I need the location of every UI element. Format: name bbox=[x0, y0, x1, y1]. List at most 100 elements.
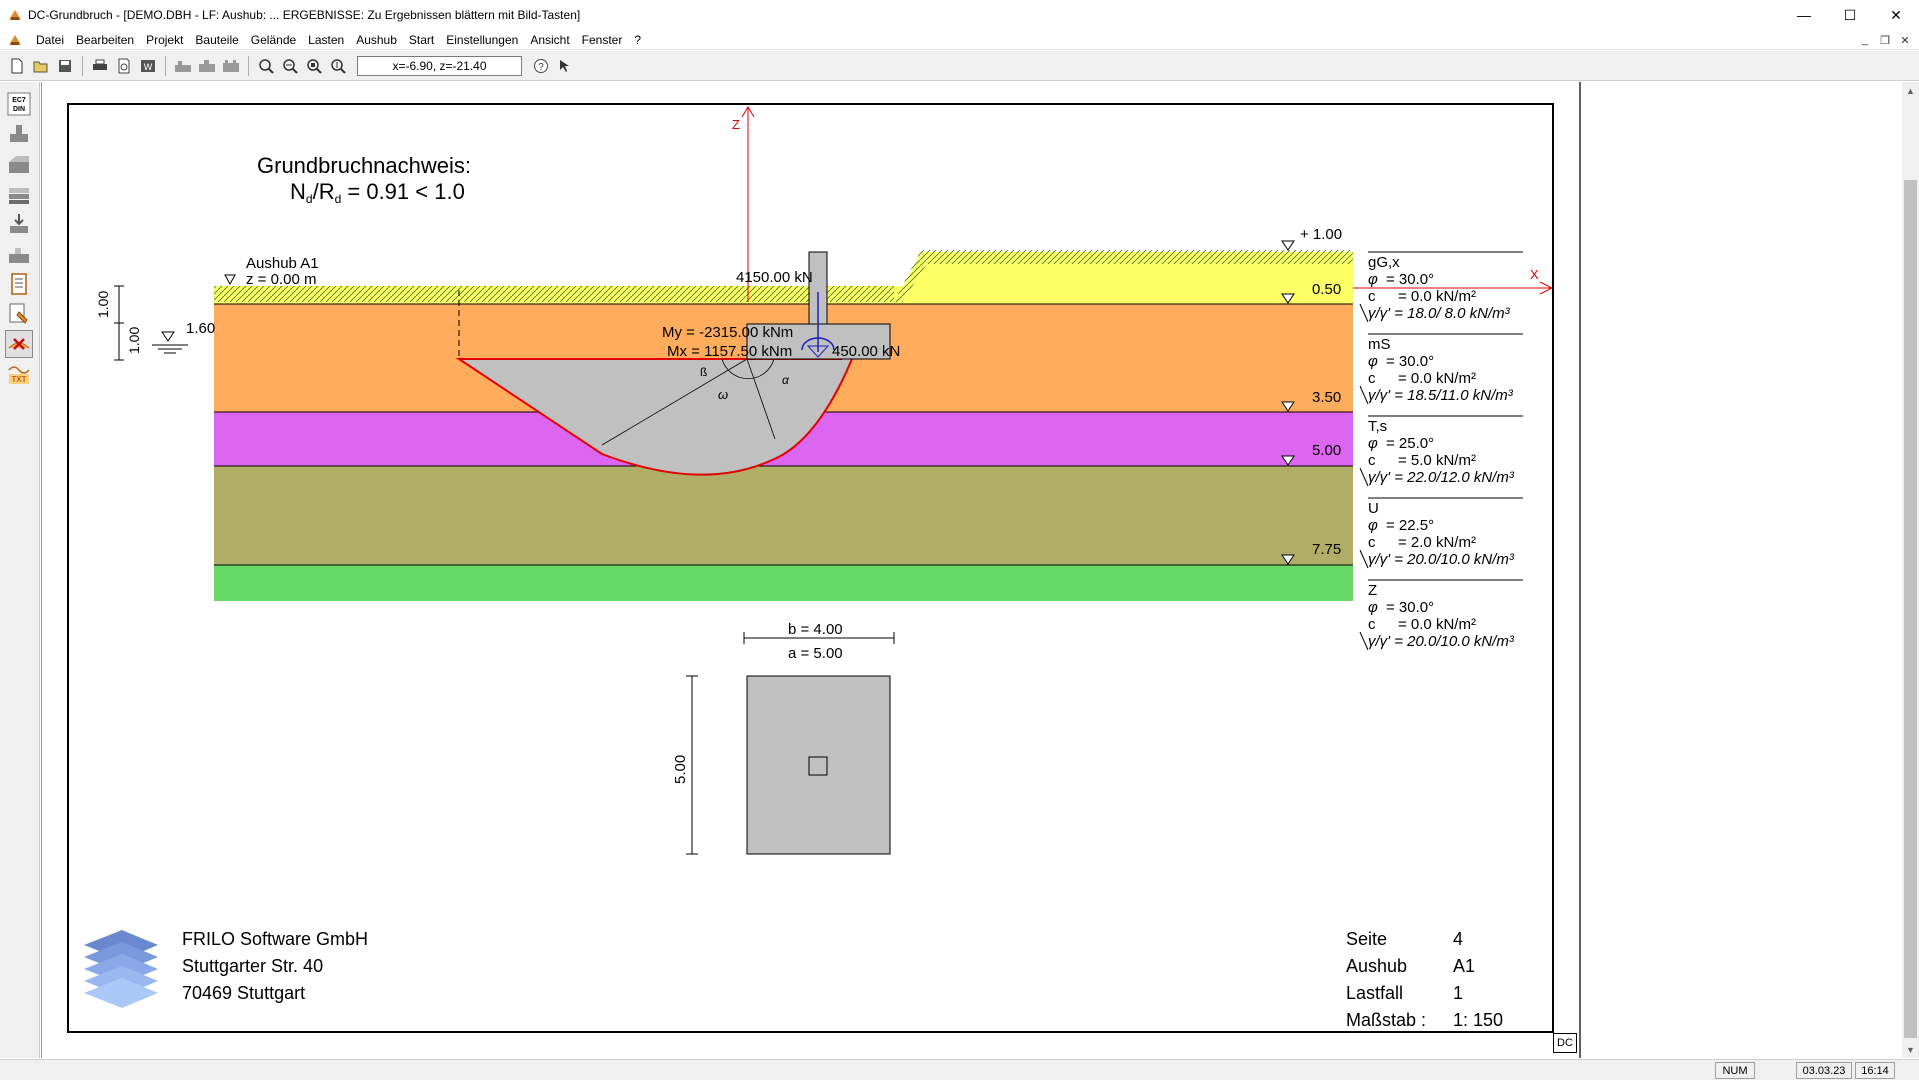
close-button[interactable]: ✕ bbox=[1890, 6, 1902, 23]
foundation-icon[interactable] bbox=[5, 120, 33, 148]
maximize-button[interactable]: ☐ bbox=[1843, 6, 1857, 23]
soil-c: = 2.0 kN/m² bbox=[1398, 534, 1476, 551]
mdi-minimize-button[interactable]: _ bbox=[1861, 34, 1869, 46]
window-title: DC-Grundbruch - [DEMO.DBH - LF: Aushub: … bbox=[28, 8, 581, 22]
menu-einstellungen[interactable]: Einstellungen bbox=[446, 32, 519, 47]
excavation-icon[interactable] bbox=[5, 240, 33, 268]
dimension-2: 1.00 bbox=[126, 327, 142, 354]
title-bar: DC-Grundbruch - [DEMO.DBH - LF: Aushub: … bbox=[0, 0, 1919, 30]
soil-legend-tick bbox=[1359, 631, 1369, 651]
aushub-label: Aushub bbox=[1346, 956, 1407, 976]
lastfall-label: Lastfall bbox=[1346, 983, 1403, 1003]
z-axis-label: Z bbox=[732, 117, 740, 132]
export-word-icon[interactable]: W bbox=[137, 55, 159, 77]
zoom-all-icon[interactable] bbox=[327, 55, 349, 77]
company-street: Stuttgarter Str. 40 bbox=[182, 956, 323, 976]
moment-x-label: Mx = 1157.50 kNm bbox=[667, 343, 792, 360]
open-file-icon[interactable] bbox=[30, 55, 52, 77]
soil-legend-tick bbox=[1359, 385, 1369, 405]
mdi-close-button[interactable]: ✕ bbox=[1900, 34, 1910, 47]
ec7-din-icon[interactable]: EC7 DIN bbox=[5, 90, 33, 118]
toolbar-separator bbox=[248, 55, 249, 76]
document-icon[interactable] bbox=[8, 33, 22, 47]
menu-gelaende[interactable]: Gelände bbox=[250, 32, 297, 47]
loads-icon[interactable] bbox=[5, 210, 33, 238]
soil-name: T,s bbox=[1368, 418, 1387, 435]
print-preview-icon[interactable] bbox=[113, 55, 135, 77]
massstab-value: 1: 150 bbox=[1453, 1010, 1503, 1030]
scroll-up-icon[interactable]: ▲ bbox=[1906, 85, 1915, 96]
zoom-in-icon[interactable] bbox=[255, 55, 277, 77]
dimension-side: 5.00 bbox=[672, 755, 689, 784]
soil-phi: = 30.0° bbox=[1386, 599, 1434, 616]
moment-y-label: My = -2315.00 kNm bbox=[662, 324, 793, 341]
vertical-scrollbar[interactable]: ▲ ▼ bbox=[1902, 82, 1919, 1058]
level-top: + 1.00 bbox=[1300, 226, 1342, 243]
zoom-window-icon[interactable] bbox=[303, 55, 325, 77]
menu-ansicht[interactable]: Ansicht bbox=[530, 32, 570, 47]
menu-fenster[interactable]: Fenster bbox=[581, 32, 623, 47]
status-time: 16:14 bbox=[1855, 1062, 1895, 1079]
zoom-out-icon[interactable] bbox=[279, 55, 301, 77]
txt-output-icon[interactable]: TXT bbox=[5, 360, 33, 388]
soil-gamma: γ/γ' = 20.0/10.0 kN/m³ bbox=[1368, 551, 1515, 568]
app-icon bbox=[9, 10, 21, 20]
soil-c-symbol: c bbox=[1368, 616, 1376, 633]
menu-bauteile[interactable]: Bauteile bbox=[195, 32, 239, 47]
calculate-icon[interactable] bbox=[5, 300, 33, 328]
layers-icon[interactable] bbox=[5, 180, 33, 208]
menu-datei[interactable]: Datei bbox=[36, 32, 65, 47]
print-icon[interactable] bbox=[89, 55, 111, 77]
right-panel bbox=[1579, 82, 1919, 1058]
soil-legend: gG,xφ = 30.0°c= 0.0 kN/m²γ/γ' = 18.0/ 8.… bbox=[1359, 251, 1523, 651]
soil-c: = 5.0 kN/m² bbox=[1398, 452, 1476, 469]
soil-c: = 0.0 kN/m² bbox=[1398, 370, 1476, 387]
company-name: FRILO Software GmbH bbox=[182, 929, 368, 949]
menu-bearbeiten[interactable]: Bearbeiten bbox=[76, 32, 135, 47]
seite-label: Seite bbox=[1346, 929, 1387, 949]
soil-legend-tick bbox=[1359, 303, 1369, 323]
save-icon[interactable] bbox=[54, 55, 76, 77]
building-icon-1[interactable] bbox=[172, 55, 194, 77]
soil-c-symbol: c bbox=[1368, 370, 1376, 387]
menu-help[interactable]: ? bbox=[634, 32, 642, 47]
soil-name: gG,x bbox=[1368, 254, 1400, 271]
vertical-load-label: 4150.00 kN bbox=[736, 269, 813, 286]
context-help-icon[interactable] bbox=[554, 55, 576, 77]
dimension-a: a = 5.00 bbox=[788, 645, 843, 662]
ground-hatch bbox=[214, 286, 894, 302]
minimize-button[interactable]: — bbox=[1797, 7, 1811, 23]
building-icon-2[interactable] bbox=[196, 55, 218, 77]
mdi-restore-button[interactable]: ❐ bbox=[1880, 34, 1890, 47]
level-2: 3.50 bbox=[1312, 389, 1341, 406]
results-icon[interactable] bbox=[5, 330, 33, 358]
left-sidebar: EC7 DIN TXT bbox=[0, 82, 40, 1058]
menu-aushub[interactable]: Aushub bbox=[356, 32, 397, 47]
aushub-z: z = 0.00 m bbox=[246, 271, 316, 288]
soil-gamma: γ/γ' = 18.0/ 8.0 kN/m³ bbox=[1368, 305, 1511, 322]
drawing-title: Grundbruchnachweis: bbox=[257, 153, 471, 178]
help-icon[interactable]: ? bbox=[530, 55, 552, 77]
scrollbar-thumb[interactable] bbox=[1904, 180, 1917, 1038]
menu-projekt[interactable]: Projekt bbox=[146, 32, 184, 47]
soil-name: mS bbox=[1368, 336, 1391, 353]
new-file-icon[interactable] bbox=[6, 55, 28, 77]
soil-c: = 0.0 kN/m² bbox=[1398, 616, 1476, 633]
soil-layer-ggx-embankment bbox=[894, 252, 1353, 304]
ground-failure-drawing: Z X Grundbruchnachweis: Nd/Rd = 0.91 < 1… bbox=[84, 106, 1554, 1030]
status-bar: NUM 03.03.23 16:14 bbox=[0, 1059, 1919, 1080]
soil-phi: = 30.0° bbox=[1386, 353, 1434, 370]
document-list-icon[interactable] bbox=[5, 270, 33, 298]
soil-gamma: γ/γ' = 22.0/12.0 kN/m³ bbox=[1368, 469, 1515, 486]
frilo-logo bbox=[84, 930, 158, 1008]
embankment-hatch bbox=[894, 250, 1353, 302]
level-4: 7.75 bbox=[1312, 541, 1341, 558]
soil-phi: = 22.5° bbox=[1386, 517, 1434, 534]
scroll-down-icon[interactable]: ▼ bbox=[1906, 1044, 1915, 1055]
terrain-icon[interactable] bbox=[5, 150, 33, 178]
status-date: 03.03.23 bbox=[1796, 1062, 1852, 1079]
menu-start[interactable]: Start bbox=[408, 32, 435, 47]
lastfall-value: 1 bbox=[1453, 983, 1463, 1003]
menu-lasten[interactable]: Lasten bbox=[308, 32, 345, 47]
building-icon-3[interactable] bbox=[220, 55, 242, 77]
